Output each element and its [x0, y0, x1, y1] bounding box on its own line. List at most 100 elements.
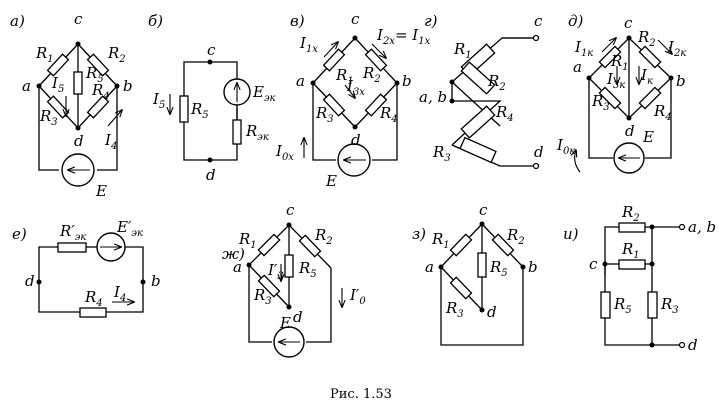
label-R5: R5: [190, 100, 209, 121]
node-c: c: [589, 255, 598, 273]
label-I0x: I0х: [275, 142, 294, 163]
panel-z-letter: з): [412, 225, 426, 243]
label-E: E: [279, 314, 291, 332]
panel-b: б) c d I5 R5 Eэк Rэк: [148, 12, 276, 184]
label-R4: R4: [495, 103, 514, 124]
node-d: d: [25, 272, 35, 290]
label-I3x: I3х: [346, 77, 365, 98]
node-a: a: [296, 72, 305, 90]
label-R2: R2: [637, 28, 656, 49]
label-R2: R2: [362, 64, 381, 85]
label-R3: R3: [253, 286, 272, 307]
node-d: d: [534, 143, 544, 161]
node-c: c: [351, 10, 360, 28]
node-a: a: [573, 58, 582, 76]
label-I5: I5: [51, 74, 64, 95]
label-I2x: I2х= I1х: [376, 26, 431, 47]
panel-v-letter: в): [290, 12, 305, 30]
node-ab: a, b: [419, 88, 447, 106]
panel-g-letter: г): [424, 12, 438, 30]
node-ab: a, b: [688, 218, 716, 236]
label-R5: R5: [489, 258, 508, 279]
label-R4: R4: [84, 288, 103, 309]
node-d: d: [688, 336, 698, 354]
label-Ik: Iк: [640, 66, 653, 87]
panel-e-letter: е): [12, 225, 27, 243]
panel-zh-letter: ж): [222, 245, 245, 263]
node-c: c: [534, 12, 543, 30]
label-I3: I′3: [267, 261, 284, 282]
label-R5: R5: [85, 64, 104, 85]
node-c: c: [479, 201, 488, 219]
label-Eek: Eэк: [252, 83, 276, 104]
label-E: E: [325, 172, 337, 190]
label-I1x: I1х: [299, 34, 318, 55]
label-Rek: Rэк: [245, 122, 269, 143]
label-R5: R5: [298, 259, 317, 280]
node-d: d: [74, 132, 84, 150]
label-R3: R3: [315, 104, 334, 125]
label-R4: R4: [379, 104, 398, 125]
label-R3: R3: [660, 295, 679, 316]
panel-i: и) R2 a, b R1 c R5 R3 d: [563, 203, 716, 354]
label-R1: R1: [335, 66, 354, 87]
node-a: a: [22, 77, 31, 95]
node-b: b: [528, 258, 538, 276]
node-d: d: [293, 308, 303, 326]
label-I0k: I0к: [556, 136, 575, 157]
label-R2: R2: [506, 226, 525, 247]
label-R3: R3: [432, 143, 451, 164]
panel-i-letter: и): [563, 225, 579, 243]
label-I4: I4: [104, 131, 117, 152]
node-a: a: [425, 258, 434, 276]
panel-a-letter: а): [10, 12, 25, 30]
node-c: c: [286, 201, 295, 219]
label-R3: R3: [591, 92, 610, 113]
label-R4: R4: [653, 102, 672, 123]
label-R2: R2: [487, 72, 506, 93]
node-b: b: [676, 72, 686, 90]
panel-a: а) c a b d R1 R2 R3 R4 R5 I5 I4: [10, 10, 133, 200]
node-c: c: [74, 10, 83, 28]
label-R2: R2: [621, 203, 640, 224]
label-R4: R4: [91, 81, 110, 102]
node-a: a: [233, 258, 242, 276]
label-R2: R2: [314, 226, 333, 247]
node-c: c: [624, 14, 633, 32]
label-R1: R1: [621, 240, 640, 261]
node-d: d: [487, 303, 497, 321]
label-I5: I5: [152, 90, 165, 111]
panel-d: д) c a b d I1к R2 I2к R1 I3к Iк R3 R4 I0…: [556, 12, 686, 174]
panel-z: з) c a b d R1 R2 R5 R3: [412, 201, 538, 346]
label-I3k: I3к: [606, 70, 625, 91]
label-R5: R5: [613, 295, 632, 316]
panel-b-letter: б): [148, 12, 163, 30]
node-b: b: [151, 272, 161, 290]
node-b: b: [402, 72, 412, 90]
label-I4: I4: [113, 283, 126, 304]
node-d: d: [625, 122, 635, 140]
figure-caption: Рис. 1.53: [330, 387, 392, 402]
panel-g: г) c a, b d R1 R2 R4 R3: [419, 12, 544, 170]
panel-zh: ж) c a d R1 R2 I′3 R5 R3 I′0 E: [222, 201, 366, 358]
label-R3: R3: [39, 107, 58, 128]
label-R1: R1: [610, 52, 629, 73]
label-R1: R1: [453, 40, 472, 61]
panel-d-letter: д): [568, 12, 584, 30]
label-E: E: [95, 182, 107, 200]
label-R1: R1: [35, 44, 54, 65]
label-R2: R2: [107, 44, 126, 65]
node-b: b: [123, 77, 133, 95]
label-R3: R3: [445, 299, 464, 320]
label-Eek: E′эк: [116, 218, 143, 239]
label-R1: R1: [238, 230, 257, 251]
node-c: c: [207, 41, 216, 59]
node-d: d: [351, 131, 361, 149]
panel-v: в) c a b d I1х I2х= I1х R1 R2 R3 R4 I3х …: [275, 10, 431, 190]
label-I0: I′0: [349, 286, 366, 307]
node-d: d: [206, 166, 216, 184]
label-I1k: I1к: [574, 38, 593, 59]
label-I2k: I2к: [667, 38, 686, 59]
label-Rek: R′эк: [59, 222, 86, 243]
